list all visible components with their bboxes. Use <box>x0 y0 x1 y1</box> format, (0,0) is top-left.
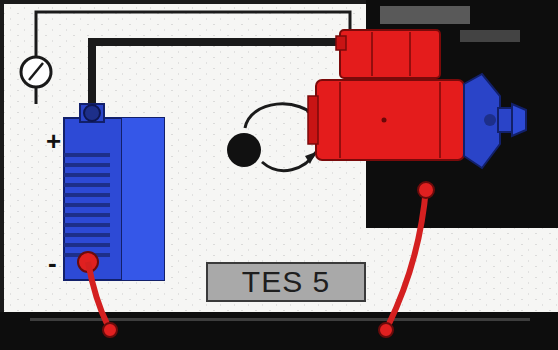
rotation-arrow <box>262 152 316 171</box>
flywheel-symbol <box>227 133 261 167</box>
cable-lug <box>418 182 434 198</box>
panel-mottle <box>380 6 470 24</box>
arrow-head <box>305 152 316 164</box>
ground-cable <box>88 262 108 326</box>
ground-cable <box>388 188 426 326</box>
starter-motor <box>308 30 526 168</box>
battery <box>64 104 164 280</box>
title-plate: TES 5 <box>206 262 366 302</box>
rotation-arrow <box>245 104 318 128</box>
meter-wire <box>36 12 350 56</box>
cable-lug <box>379 323 393 337</box>
terminal-sign: - <box>48 250 57 276</box>
positive-cable <box>92 42 342 118</box>
cable-lug <box>103 323 117 337</box>
panel-mottle <box>460 30 520 42</box>
meter-needle <box>29 63 43 80</box>
voltmeter <box>21 57 51 87</box>
meter-wire <box>35 88 38 104</box>
floor-band <box>0 312 558 350</box>
terminal-sign: + <box>46 128 61 154</box>
plate-text: TES 5 <box>242 267 330 297</box>
left-border <box>0 0 4 350</box>
